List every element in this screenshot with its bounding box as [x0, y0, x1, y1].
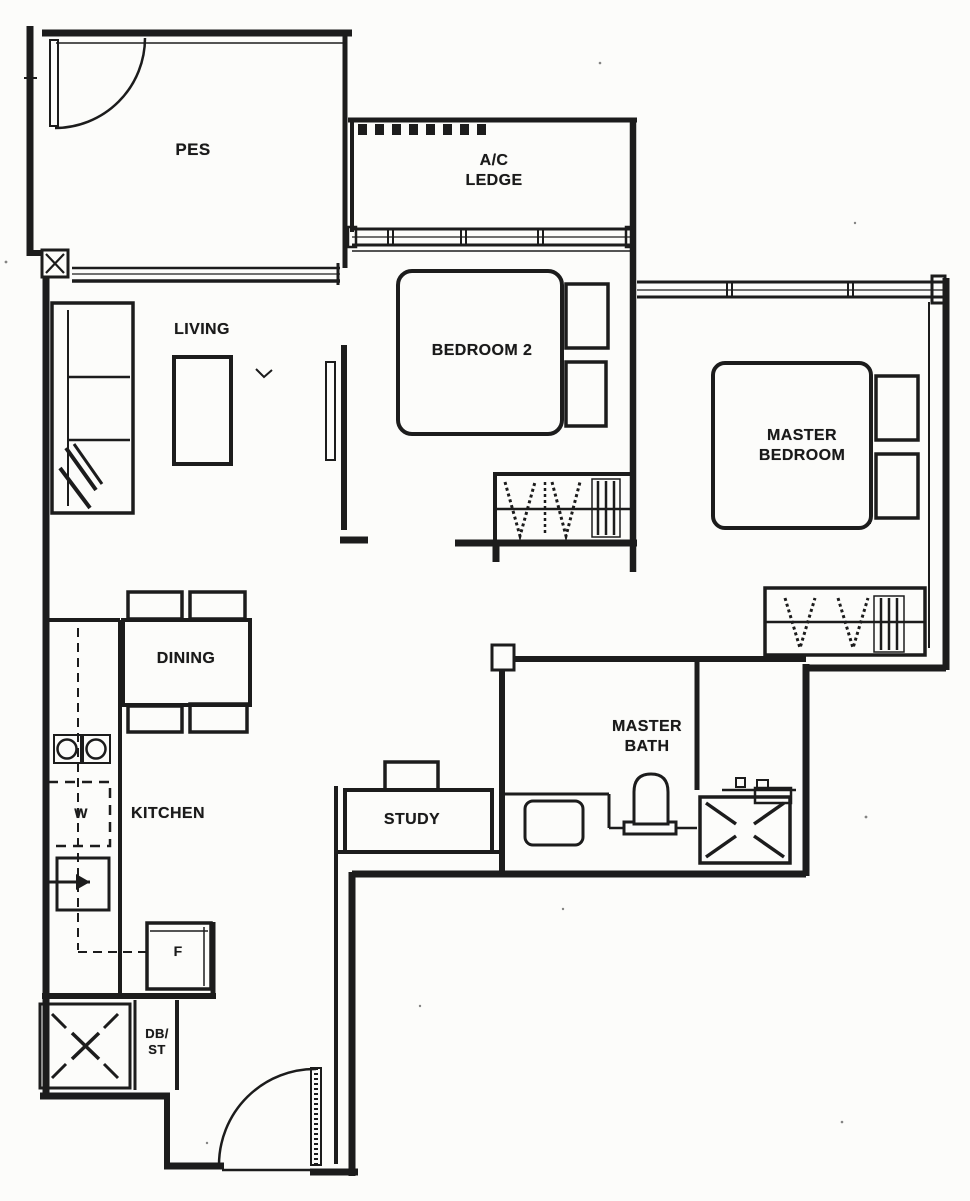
pes-door [49, 37, 147, 130]
room-label-bedroom2: BEDROOM 2 [431, 342, 533, 359]
scan-noise [4, 61, 868, 1145]
bedroom2-wardrobe [493, 472, 634, 544]
study-desk [343, 760, 494, 854]
washer-box [46, 780, 112, 848]
burner-icon [56, 738, 78, 760]
toilet [622, 772, 678, 836]
sofa-throw-hatch [58, 443, 104, 510]
pillow [564, 360, 608, 428]
hanger-icon [503, 481, 537, 542]
room-label-kitchen: KITCHEN [131, 805, 205, 822]
stove [53, 734, 111, 764]
room-label-ac-ledge: A/C LEDGE [465, 151, 522, 191]
pillow [874, 452, 920, 520]
dining-table [121, 618, 252, 707]
room-label-dining: DINING [156, 650, 216, 667]
room-label-master-bath-line2: BATH [624, 738, 670, 755]
window-band-master-bedroom [637, 274, 947, 305]
fridge-box [145, 921, 213, 991]
window-band-pes [72, 263, 340, 285]
fridge-label: F [173, 943, 183, 959]
room-label-master-bedroom-line1: MASTER [767, 427, 837, 444]
room-label-pes: PES [175, 140, 211, 159]
dining-chair [188, 590, 247, 621]
vanity-sink [523, 799, 585, 847]
pillow [564, 282, 610, 350]
bath-door-pivot [490, 643, 516, 672]
study-chair [383, 760, 440, 792]
coffee-table [172, 355, 233, 466]
room-label-master-bedroom: MASTER BEDROOM [759, 426, 845, 466]
dining-set [121, 590, 252, 734]
master-bed [711, 361, 920, 530]
shower-tray [698, 795, 792, 865]
room-label-db-st: DB/ ST [145, 1026, 169, 1058]
dining-chair [188, 702, 249, 734]
dining-chair [126, 590, 184, 621]
dining-chair [126, 704, 184, 734]
pillow [874, 374, 920, 442]
sofa [50, 301, 135, 515]
kitchen-sink [44, 856, 111, 912]
shower [698, 777, 796, 865]
master-wardrobe [763, 586, 927, 657]
entry-door [217, 1067, 322, 1166]
room-label-ac-ledge-line1: A/C [479, 152, 509, 169]
room-label-master-bedroom-line2: BEDROOM [758, 447, 846, 464]
room-label-db-st-line2: ST [148, 1042, 166, 1057]
room-label-ac-ledge-line2: LEDGE [465, 172, 523, 189]
x-mark-icon [70, 1031, 101, 1061]
bedroom2-sliding-door [325, 361, 336, 461]
outer-walls [24, 26, 950, 1176]
room-label-study: STUDY [383, 811, 441, 828]
chute-box [40, 248, 70, 279]
ac-ledge-serration [358, 124, 486, 135]
room-label-master-bath-line1: MASTER [612, 718, 682, 735]
interior-walls [42, 345, 806, 1090]
pes-door-swing-arc [54, 37, 147, 130]
entry-door-swing-arc [217, 1067, 317, 1166]
washer-label: W [74, 805, 88, 821]
shaft-box [38, 1002, 132, 1090]
window-band-ac-ledge [346, 225, 636, 252]
hanger-icon [550, 481, 582, 542]
room-label-db-st-line1: DB/ [145, 1026, 169, 1041]
plan-squiggle-mark [255, 368, 273, 379]
burner-icon [85, 738, 107, 760]
room-label-living: LIVING [174, 321, 230, 338]
room-label-master-bath: MASTER BATH [612, 717, 682, 757]
bedroom2-bed [396, 269, 610, 436]
